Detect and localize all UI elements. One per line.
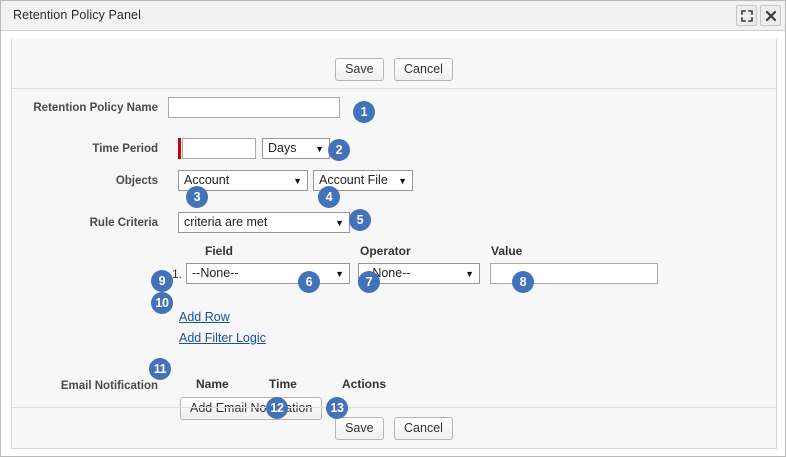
- criteria-header-field: Field: [205, 244, 234, 258]
- save-button-bottom[interactable]: Save: [335, 417, 384, 440]
- objects-secondary-select[interactable]: Account File ▼: [313, 170, 413, 191]
- callout-badge-1: 1: [353, 101, 375, 123]
- callout-badge-4: 4: [318, 186, 340, 208]
- time-period-label: Time Period: [92, 143, 158, 155]
- callout-badge-11: 11: [149, 358, 171, 380]
- criteria-header-operator: Operator: [360, 244, 411, 258]
- callout-badge-6: 6: [298, 271, 320, 293]
- window-title: Retention Policy Panel: [13, 8, 141, 22]
- close-button[interactable]: [760, 5, 781, 26]
- callout-badge-5: 5: [349, 209, 371, 231]
- retention-policy-name-input[interactable]: [168, 97, 340, 118]
- bottom-button-bar: Save Cancel: [12, 417, 776, 440]
- cancel-button-top[interactable]: Cancel: [394, 58, 453, 81]
- callout-badge-8: 8: [512, 271, 534, 293]
- objects-primary-value: Account: [184, 173, 230, 187]
- email-notification-label: Email Notification: [60, 380, 158, 392]
- chevron-down-icon: ▼: [335, 218, 344, 228]
- time-period-unit-select[interactable]: Days ▼: [262, 138, 330, 159]
- callout-badge-7: 7: [358, 271, 380, 293]
- chevron-down-icon: ▼: [293, 176, 302, 186]
- callout-badge-9: 9: [151, 270, 173, 292]
- time-period-unit-value: Days: [268, 141, 297, 155]
- criteria-field-select[interactable]: --None-- ▼: [186, 263, 350, 284]
- expand-icon: [740, 9, 753, 22]
- rule-criteria-select[interactable]: criteria are met ▼: [178, 212, 350, 233]
- callout-badge-2: 2: [328, 139, 350, 161]
- top-button-bar: Save Cancel: [12, 58, 776, 81]
- cancel-button-bottom[interactable]: Cancel: [394, 417, 453, 440]
- close-icon: [765, 10, 777, 22]
- callout-badge-12: 12: [266, 397, 288, 419]
- email-notification-header-name: Name: [196, 377, 229, 391]
- chevron-down-icon: ▼: [398, 176, 407, 186]
- time-period-required-marker: [178, 138, 181, 159]
- criteria-field-value: --None--: [192, 266, 239, 280]
- chevron-down-icon: ▼: [315, 144, 324, 154]
- objects-secondary-value: Account File: [319, 173, 388, 187]
- retention-policy-name-field-area: [168, 97, 340, 118]
- save-button-top[interactable]: Save: [335, 58, 384, 81]
- email-notification-header-time: Time: [269, 377, 297, 391]
- objects-label: Objects: [115, 175, 158, 187]
- rule-criteria-value: criteria are met: [184, 215, 268, 229]
- retention-policy-name-label: Retention Policy Name: [33, 102, 158, 114]
- add-filter-logic-link[interactable]: Add Filter Logic: [179, 331, 266, 345]
- toolbar-divider-top: [12, 88, 776, 89]
- chevron-down-icon: ▼: [465, 269, 474, 279]
- time-period-input[interactable]: [182, 138, 256, 159]
- callout-badge-13: 13: [326, 397, 348, 419]
- toolbar-divider-bottom: [12, 407, 776, 408]
- criteria-header-value: Value: [491, 244, 523, 258]
- window-controls: [736, 5, 781, 26]
- expand-button[interactable]: [736, 5, 757, 26]
- panel-body: Save Cancel Retention Policy Name Time P…: [11, 39, 777, 449]
- callout-badge-3: 3: [186, 186, 208, 208]
- callout-badge-10: 10: [151, 292, 173, 314]
- criteria-row-index: 1.: [172, 267, 183, 281]
- add-row-link[interactable]: Add Row: [179, 310, 230, 324]
- rule-criteria-label: Rule Criteria: [89, 217, 158, 229]
- chevron-down-icon: ▼: [335, 269, 344, 279]
- email-notification-header-actions: Actions: [342, 377, 387, 391]
- objects-primary-select[interactable]: Account ▼: [178, 170, 308, 191]
- window-title-bar: Retention Policy Panel: [1, 1, 785, 31]
